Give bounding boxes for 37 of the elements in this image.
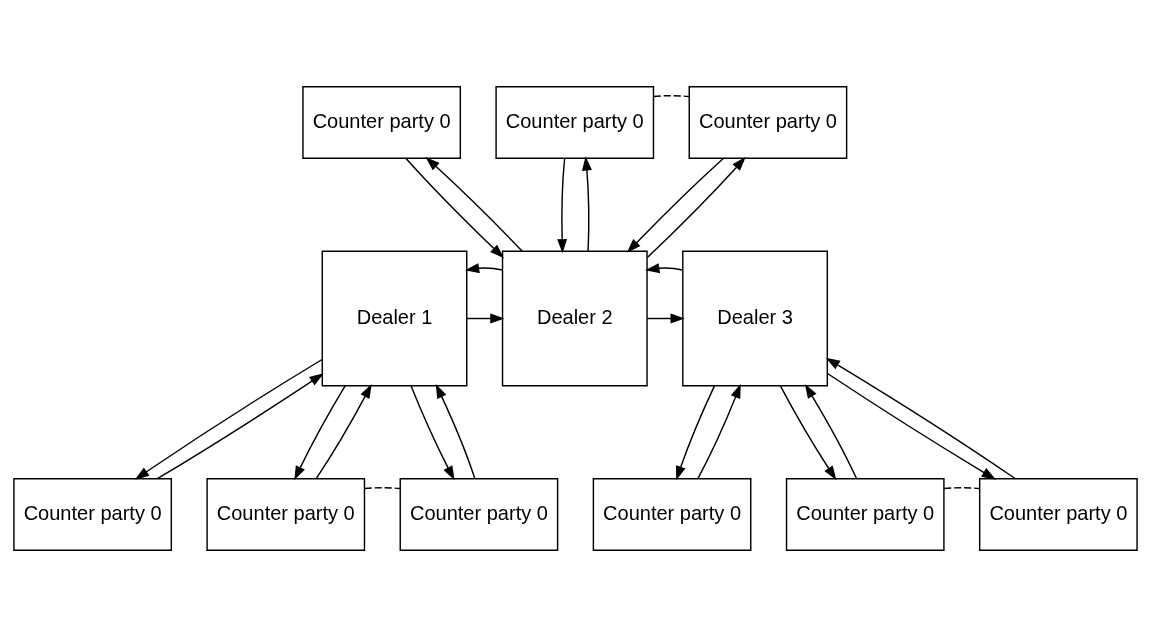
- arrow: [156, 372, 324, 479]
- node-box: Dealer 2: [501, 250, 648, 386]
- arrow: [646, 313, 685, 323]
- arrow: [466, 313, 505, 323]
- node-box: Counter party 0: [978, 477, 1138, 551]
- arrow: [676, 384, 716, 480]
- arrow: [626, 157, 724, 253]
- connector: [943, 486, 981, 489]
- arrow: [581, 155, 592, 252]
- arrow: [645, 262, 684, 273]
- arrow: [405, 157, 504, 258]
- connector: [363, 486, 401, 489]
- arrow: [435, 383, 476, 479]
- arrow: [804, 383, 858, 479]
- node-box: Counter party 0: [13, 477, 173, 551]
- node-box: Counter party 0: [399, 477, 559, 551]
- node-box: Counter party 0: [495, 85, 655, 159]
- node-box: Counter party 0: [688, 85, 848, 159]
- arrow: [825, 357, 1016, 479]
- arrow: [646, 156, 746, 258]
- arrow: [425, 156, 523, 252]
- arrow: [315, 383, 372, 479]
- arrow: [464, 262, 504, 273]
- node-box: Dealer 3: [682, 250, 829, 386]
- node-box: Counter party 0: [785, 477, 945, 551]
- arrow: [826, 372, 996, 480]
- node-box: Dealer 1: [321, 250, 468, 386]
- arrow: [410, 384, 455, 480]
- arrow: [779, 384, 837, 480]
- arrow: [294, 384, 346, 480]
- connector: [652, 94, 690, 97]
- arrow: [557, 157, 568, 253]
- node-box: Counter party 0: [302, 85, 462, 159]
- node-box: Counter party 0: [206, 477, 366, 551]
- node-box: Counter party 0: [592, 477, 752, 551]
- arrow: [697, 383, 741, 479]
- arrow: [134, 358, 323, 480]
